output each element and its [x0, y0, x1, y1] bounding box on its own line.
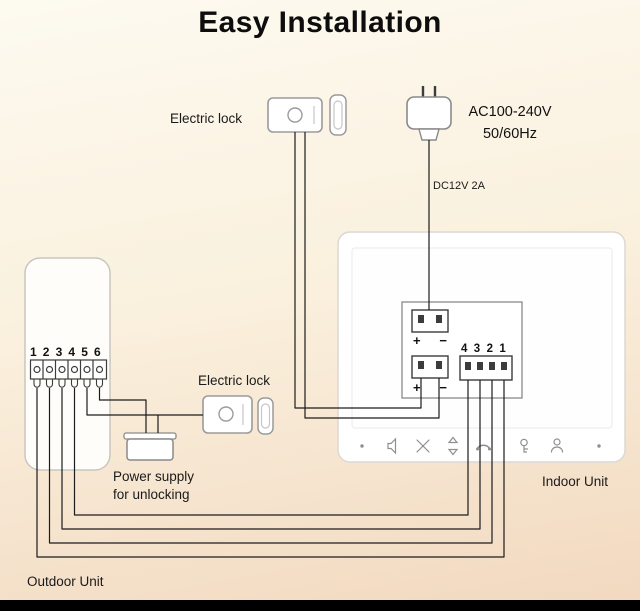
- wires: [36, 132, 505, 558]
- power-supply-line2: for unlocking: [113, 486, 190, 502]
- door-station-connector: [459, 355, 513, 381]
- monitor-icon-row: [360, 436, 601, 456]
- top-lock-wire-1: [294, 132, 422, 409]
- power-connector: [411, 309, 449, 333]
- unlock-power-supply-device: [123, 432, 177, 461]
- outdoor-unit-label: Outdoor Unit: [27, 574, 104, 589]
- terminal-wire-2: [48, 380, 493, 544]
- electric-lock-top-device: [267, 94, 347, 136]
- terminal-wire-4: [73, 380, 469, 516]
- unlock-key-icon: [520, 438, 529, 453]
- speaker-icon: [387, 437, 397, 455]
- power-adapter-device: [406, 86, 452, 141]
- ac-rating-label: AC100-240V 50/60Hz: [452, 102, 568, 146]
- lock-connector: [411, 355, 449, 379]
- dc-rating-label: DC12V 2A: [433, 180, 485, 192]
- electric-lock-top-label: Electric lock: [170, 111, 243, 126]
- phone-icon: [476, 444, 491, 451]
- plus-sign: +: [413, 333, 421, 348]
- volume-arrows-icon: [447, 436, 459, 456]
- indicator-dot: [597, 444, 601, 448]
- monitor-terminal-numbers: 4 3 2 1: [461, 343, 508, 355]
- electric-lock-mid-device: [202, 395, 274, 435]
- lock-connector-polarity: + −: [413, 380, 447, 395]
- indoor-unit-label: Indoor Unit: [542, 474, 609, 489]
- plus-sign: +: [413, 380, 421, 395]
- top-lock-wire-2: [304, 132, 440, 419]
- minus-sign: −: [439, 380, 447, 395]
- electric-lock-mid-label: Electric lock: [198, 373, 271, 388]
- intercom-icon: [550, 438, 564, 453]
- outdoor-terminal-numbers: 1 2 3 4 5 6: [30, 345, 103, 359]
- unlock-wire-1: [86, 388, 203, 416]
- power-supply-label: Power supply for unlocking: [113, 468, 194, 503]
- outdoor-terminal-block: [29, 359, 108, 388]
- bottom-black-bar: [0, 600, 640, 611]
- terminal-wire-1: [36, 380, 505, 558]
- ac-rating-line1: AC100-240V: [468, 104, 552, 120]
- indicator-dot: [360, 444, 364, 448]
- terminal-wire-3: [61, 380, 481, 530]
- unlock-wire-2: [98, 388, 147, 433]
- settings-icon: [416, 439, 430, 453]
- page-title: Easy Installation: [198, 6, 442, 39]
- minus-sign: −: [439, 333, 447, 348]
- power-supply-line1: Power supply: [113, 469, 195, 484]
- ac-rating-line2: 50/60Hz: [482, 125, 537, 142]
- monitor-connector-panel: [401, 301, 523, 399]
- power-connector-polarity: + −: [413, 333, 447, 348]
